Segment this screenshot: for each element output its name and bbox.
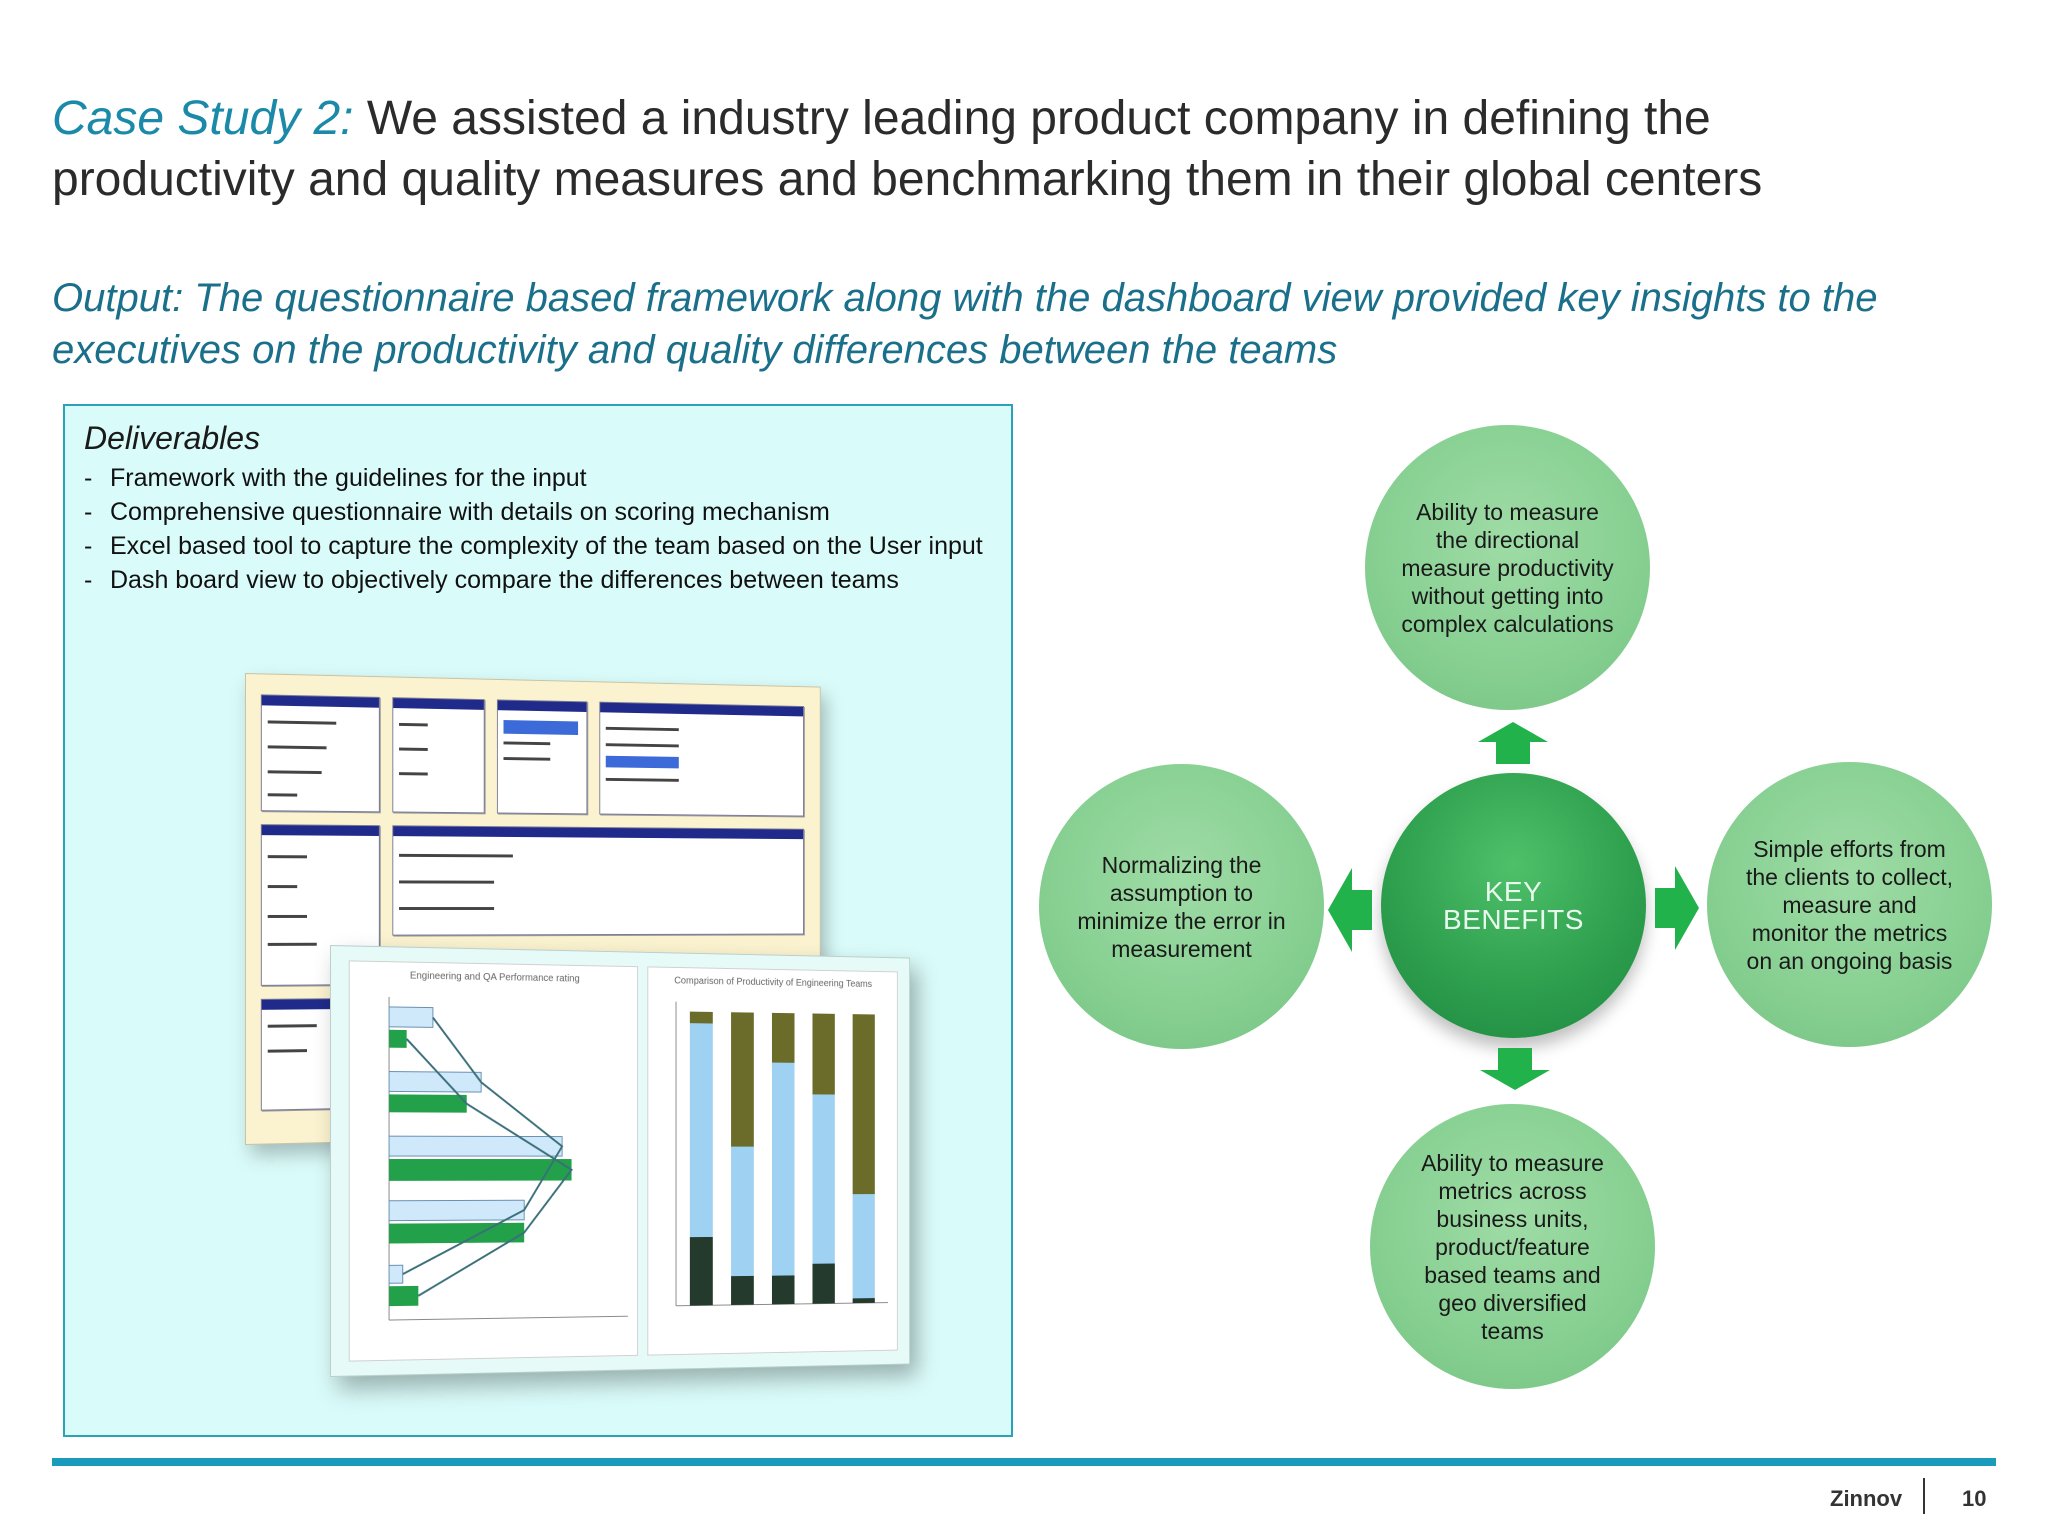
arrow-left-icon	[1328, 868, 1372, 952]
input-window	[392, 697, 485, 814]
dashboard-charts-screenshot: Engineering and QA Performance rating Co…	[330, 945, 911, 1377]
deliverable-item: Comprehensive questionnaire with details…	[84, 495, 1004, 529]
input-window	[496, 699, 588, 815]
page-number: 10	[1962, 1486, 1987, 1511]
key-benefits-center: KEY BENEFITS	[1381, 773, 1646, 1038]
deliverable-item: Framework with the guidelines for the in…	[84, 461, 1004, 495]
performance-rating-chart: Engineering and QA Performance rating	[348, 960, 639, 1362]
benefit-directional-productivity: Ability to measure the directional measu…	[1365, 425, 1650, 710]
benefit-text: Ability to measure the directional measu…	[1401, 498, 1614, 637]
deliverables-list: Framework with the guidelines for the in…	[84, 461, 1004, 597]
output-subtitle: Output: The questionnaire based framewor…	[52, 276, 1878, 372]
performance-bars	[350, 961, 637, 1360]
productivity-bars	[648, 967, 897, 1354]
arrow-up-icon	[1478, 722, 1548, 764]
input-window	[260, 694, 380, 813]
slide-title: Case Study 2: We assisted a industry lea…	[52, 88, 1952, 210]
footer-brand: Zinnov	[1830, 1486, 1903, 1511]
case-study-label: Case Study 2:	[52, 92, 354, 145]
arrow-right-icon	[1655, 866, 1699, 950]
benefit-text: Normalizing the assumption to minimize t…	[1077, 851, 1286, 962]
benefit-text: Simple efforts from the clients to colle…	[1745, 835, 1954, 974]
input-window	[392, 825, 804, 936]
benefit-simple-efforts: Simple efforts from the clients to colle…	[1707, 762, 1992, 1047]
slide-title-text: We assisted a industry leading product c…	[52, 92, 1763, 206]
key-benefits-label: KEY BENEFITS	[1443, 875, 1584, 935]
input-window	[599, 701, 804, 817]
benefit-normalizing-assumption: Normalizing the assumption to minimize t…	[1039, 764, 1324, 1049]
arrow-down-icon	[1480, 1048, 1550, 1090]
benefit-cross-unit-metrics: Ability to measure metrics across busine…	[1370, 1104, 1655, 1389]
benefit-text: Ability to measure metrics across busine…	[1421, 1149, 1604, 1344]
deliverable-item: Excel based tool to capture the complexi…	[84, 529, 1004, 563]
input-window	[260, 998, 332, 1111]
footer-separator	[1923, 1478, 1925, 1514]
deliverable-item: Dash board view to objectively compare t…	[84, 563, 1004, 597]
footer-rule	[52, 1458, 1996, 1466]
productivity-comparison-chart: Comparison of Productivity of Engineerin…	[647, 966, 898, 1356]
deliverables-heading: Deliverables	[84, 420, 261, 456]
